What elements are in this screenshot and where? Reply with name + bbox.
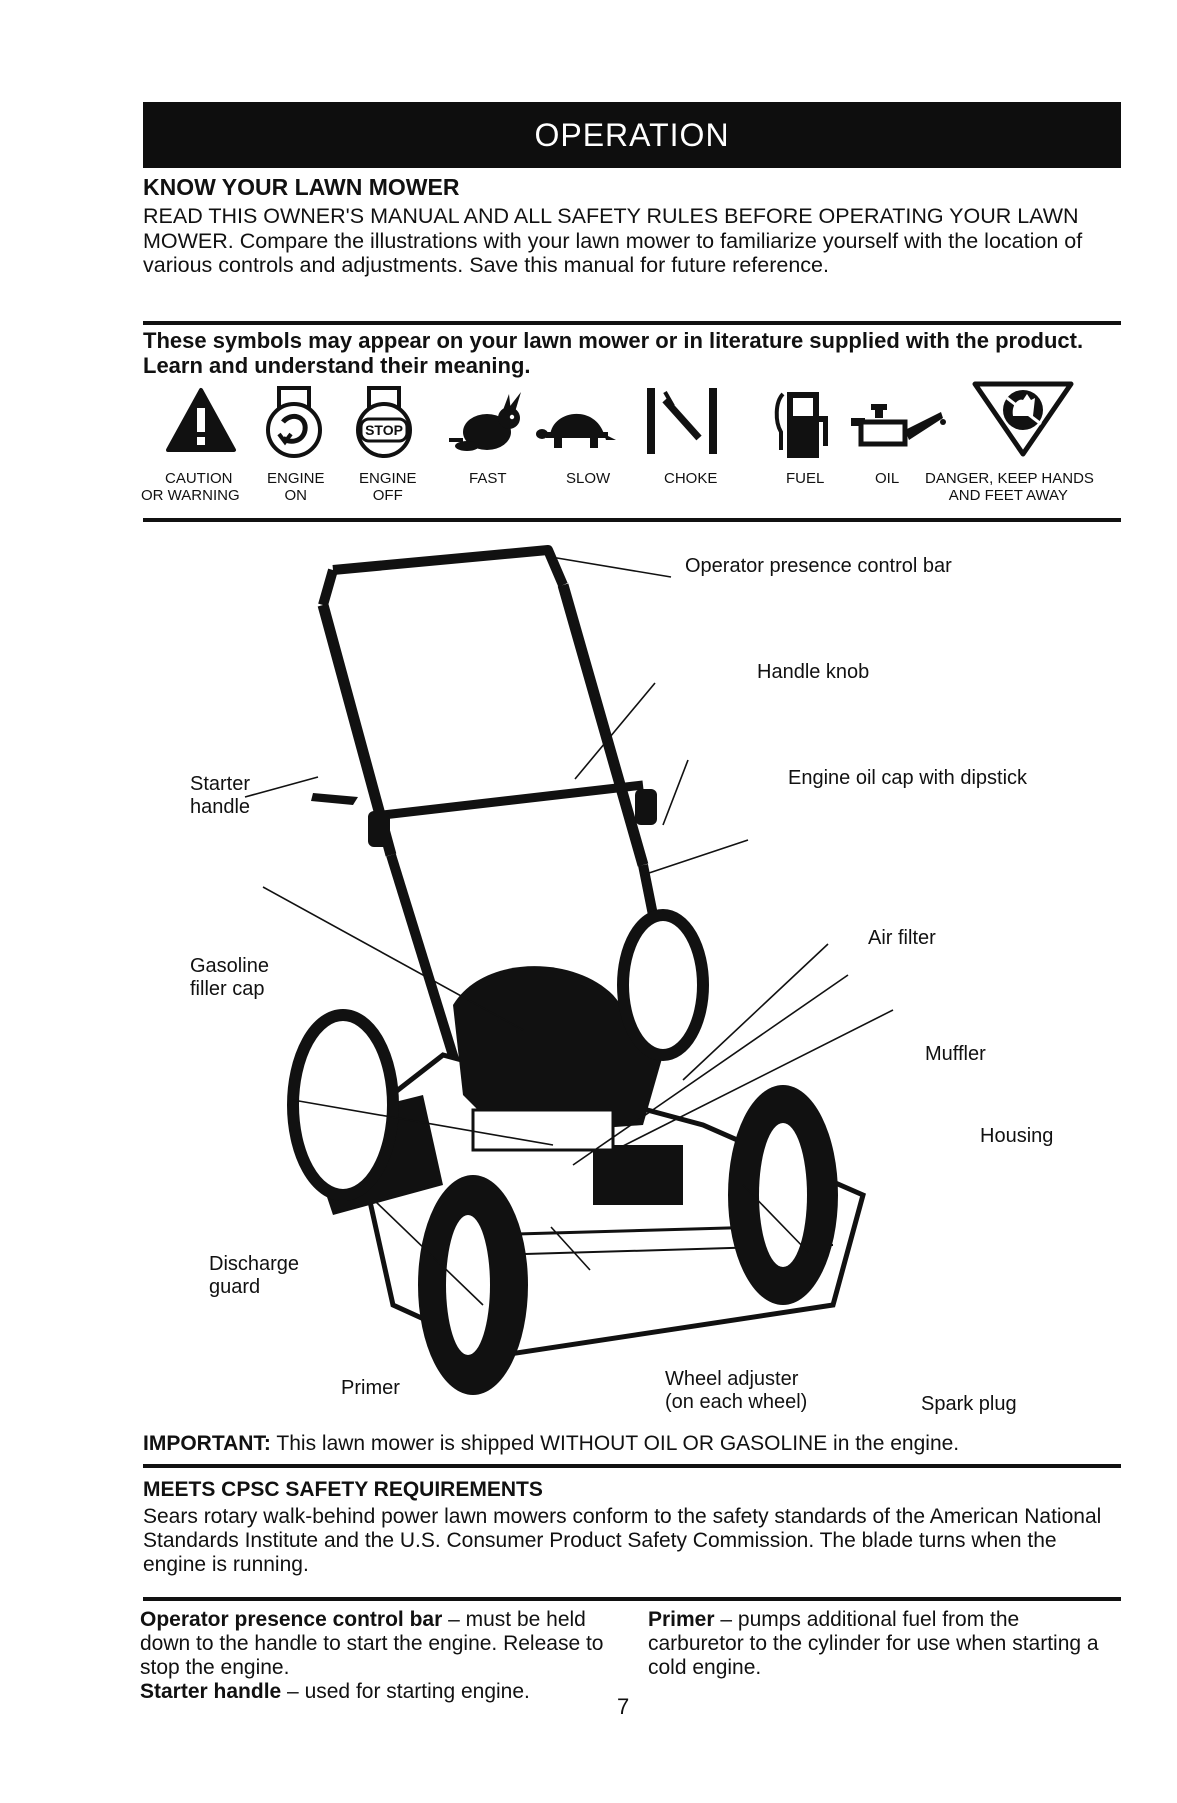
cpsc-body: Sears rotary walk-behind power lawn mowe… [143,1505,1102,1576]
label-wheel-adjuster: Wheel adjuster(on each wheel) [665,1368,808,1413]
label-housing: Housing [980,1125,1054,1147]
oil-can-icon [851,404,946,447]
label-primer: Primer [341,1377,400,1399]
important-note: IMPORTANT: This lawn mower is shipped WI… [143,1432,960,1455]
choke-icon [647,388,717,454]
definitions-left: Operator presence control bar – must be … [140,1608,610,1704]
divider [143,321,1121,325]
label-operator-bar: Operator presence control bar [685,555,952,577]
label-oil-cap: Engine oil cap with dipstick [788,767,1028,789]
cpsc-title: MEETS CPSC SAFETY REQUIREMENTS [143,1478,543,1501]
symbols-heading: These symbols may appear on your lawn mo… [143,328,1084,378]
know-title: KNOW YOUR LAWN MOWER [143,174,460,200]
danger-hand-icon [972,381,1074,457]
symbol-caption-slow: SLOW [566,470,611,487]
mower-illustration [244,545,894,1395]
symbol-caption-fast: FAST [469,470,507,487]
label-spark-plug: Spark plug [921,1393,1017,1415]
symbol-caption-oil: OIL [875,470,900,487]
definition-starter-handle: Starter handle – used for starting engin… [140,1680,530,1703]
label-handle-knob: Handle knob [757,661,870,683]
turtle-icon [536,413,616,448]
page-number: 7 [617,1694,630,1719]
stop-text: STOP [365,422,403,438]
definitions-right: Primer – pumps additional fuel from the … [648,1608,1108,1680]
definition-primer: Primer – pumps additional fuel from the … [648,1608,1099,1679]
divider [143,518,1121,522]
label-muffler: Muffler [925,1043,986,1065]
mower-diagram: Operator presence control bar Handle kno… [143,535,1121,1425]
symbol-caption-fuel: FUEL [786,470,825,487]
warning-triangle-icon [166,388,236,452]
divider [143,1597,1121,1601]
section-banner: OPERATION [143,102,1121,168]
symbols-row: STOP [141,381,1121,504]
engine-on-icon [266,386,322,458]
symbol-caption-choke: CHOKE [664,470,718,487]
know-body: READ THIS OWNER'S MANUAL AND ALL SAFETY … [143,204,1083,277]
definition-operator-bar: Operator presence control bar – must be … [140,1608,604,1679]
rabbit-icon [449,392,521,451]
banner-title: OPERATION [534,116,730,153]
engine-off-icon: STOP [356,386,412,458]
fuel-pump-icon [774,392,828,458]
divider [143,1464,1121,1468]
label-air-filter: Air filter [868,927,936,949]
